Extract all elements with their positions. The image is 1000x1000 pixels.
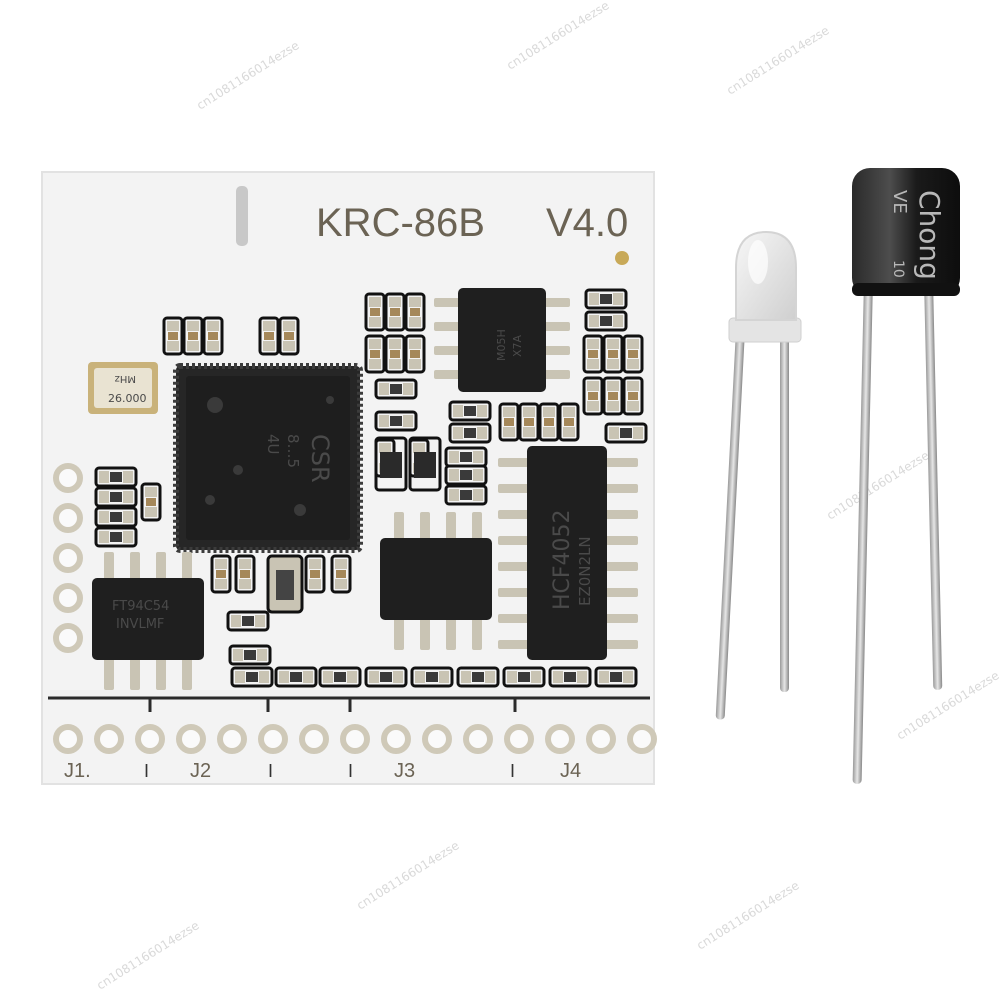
header-pin: [94, 724, 124, 754]
pin-tick: I: [268, 761, 273, 781]
header-pin: [217, 724, 247, 754]
soc-line-2: 8…5: [284, 434, 302, 468]
crystal-oscillator: MHz 26.000: [88, 362, 158, 414]
amp-chip-top: M05H X7A: [434, 288, 570, 392]
watermark: cn1081166014ezse: [94, 918, 201, 992]
passive-components: [94, 288, 648, 688]
capacitor-marking: VE: [889, 190, 910, 214]
amp-left-marking-2: INVLMF: [116, 617, 164, 632]
amp-top-marking-2: X7A: [511, 334, 524, 357]
header-pin: [586, 724, 616, 754]
header-pin: [627, 724, 657, 754]
main-soc-chip: CSR 8…5 4U: [173, 363, 363, 553]
header-pin: [422, 724, 452, 754]
pin-tick: I: [144, 761, 149, 781]
watermark: cn1081166014ezse: [694, 878, 801, 952]
fiducial-pad: [615, 251, 629, 265]
left-pin-column: [53, 463, 83, 653]
amp-left-marking: FT94C54: [112, 599, 169, 614]
electrolytic-capacitor: Chong VE 10: [852, 168, 960, 784]
crystal-unit: MHz: [115, 373, 136, 384]
bottom-pin-row: [53, 724, 657, 754]
watermark: cn1081166014ezse: [824, 448, 931, 522]
watermark: cn1081166014ezse: [894, 668, 1000, 742]
header-pin: [545, 724, 575, 754]
board-version: V4.0: [546, 201, 628, 245]
amp-chip-left: FT94C54 INVLMF: [92, 552, 204, 690]
header-pin: [463, 724, 493, 754]
header-label-j3: J3: [394, 760, 415, 782]
watermark: cn1081166014ezse: [724, 23, 831, 97]
watermark: cn1081166014ezse: [354, 838, 461, 912]
header-pin: [299, 724, 329, 754]
soc-brand: CSR: [306, 434, 334, 483]
header-pin: [176, 724, 206, 754]
pin-tick: I: [348, 761, 353, 781]
board-title: KRC-86B: [316, 201, 485, 245]
watermark: cn1081166014ezse: [504, 0, 611, 73]
header-pin: [340, 724, 370, 754]
amp-chip-middle: [380, 512, 492, 650]
mux-marking: HCF4052: [550, 509, 575, 610]
header-pin: [258, 724, 288, 754]
antenna-trace: [236, 186, 248, 246]
mux-chip: HCF4052 EZ0N2LN: [498, 446, 638, 660]
header-label-j1: J1.: [64, 760, 91, 782]
mux-marking-2: EZ0N2LN: [576, 536, 594, 606]
capacitor-value: 10: [890, 260, 906, 278]
crystal-frequency: 26.000: [108, 392, 147, 405]
pcb-board: KRC-86B V4.0 J1. J2 J3 J4 I I I I: [41, 171, 657, 785]
header-pin: [381, 724, 411, 754]
amp-top-marking: M05H: [495, 329, 508, 361]
header-pin: [135, 724, 165, 754]
led-component: [715, 230, 802, 720]
header-pin: [53, 724, 83, 754]
header-label-j4: J4: [560, 760, 581, 782]
soc-line-3: 4U: [264, 434, 282, 455]
watermark: cn1081166014ezse: [194, 38, 301, 112]
capacitor-brand: Chong: [913, 190, 946, 280]
pin-tick: I: [510, 761, 515, 781]
header-pin: [504, 724, 534, 754]
header-label-j2: J2: [190, 760, 211, 782]
